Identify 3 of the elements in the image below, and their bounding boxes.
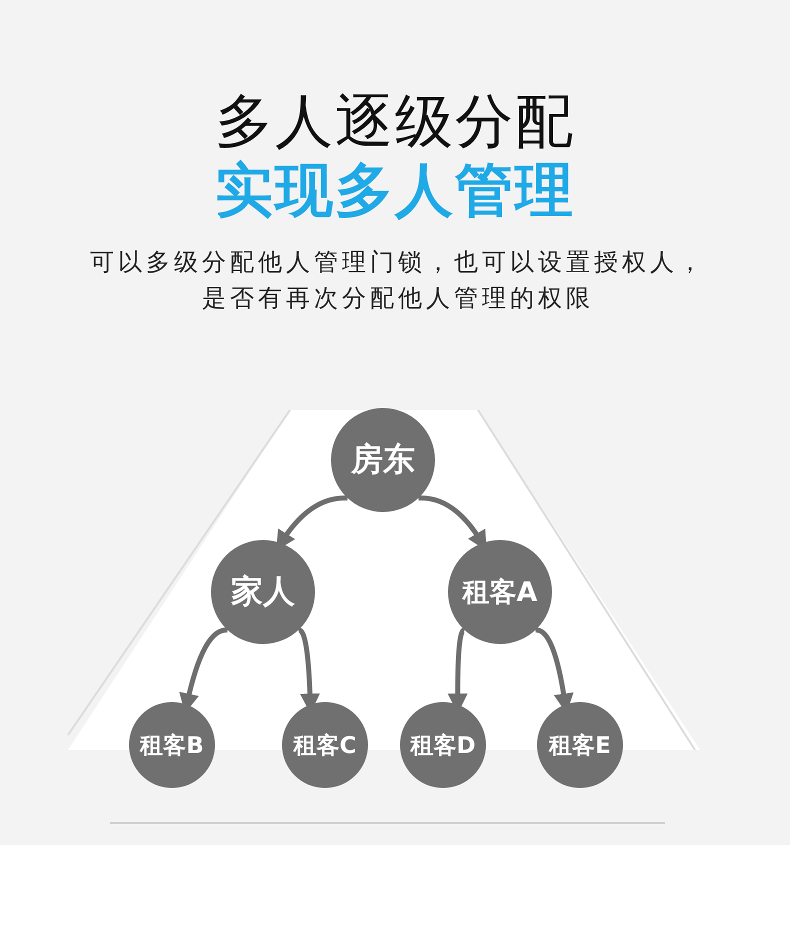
subtitle: 实现多人管理 <box>214 156 576 224</box>
title: 多人逐级分配 <box>214 88 576 154</box>
description-text: 可以多级分配他人管理门锁，也可以设置授权人，是否有再次分配他人管理的权限 <box>89 247 707 314</box>
